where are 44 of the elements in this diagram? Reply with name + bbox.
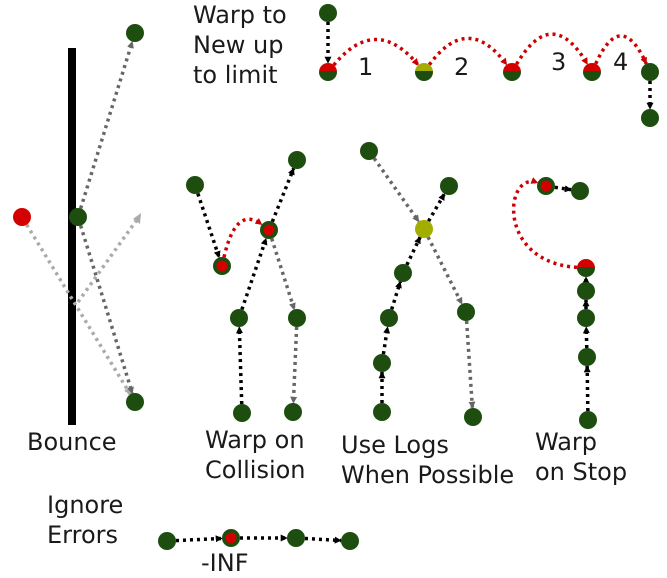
dotted-arrow	[332, 38, 420, 66]
dotted-arrow	[240, 238, 268, 310]
dotted-arrow	[584, 365, 591, 412]
dotted-arrow	[646, 81, 654, 110]
dotted-arrow	[78, 225, 134, 394]
dotted-arrow	[176, 535, 223, 542]
dotted-arrow	[324, 22, 332, 64]
dotted-arrow	[222, 218, 263, 258]
dotted-arrow	[25, 224, 132, 396]
dotted-arrow	[290, 326, 298, 404]
dotted-arrow	[240, 534, 288, 542]
dotted-arrow	[405, 236, 422, 266]
dotted-arrow	[426, 236, 464, 305]
step-number: 2	[454, 52, 470, 82]
dotted-arrow	[515, 32, 589, 66]
dotted-arrow	[378, 371, 386, 403]
dotted-arrow	[582, 326, 590, 348]
dotted-arrow	[582, 276, 590, 284]
dotted-arrow	[464, 320, 476, 409]
caption-text: Warp to New up to limit	[193, 0, 288, 90]
dotted-arrow	[512, 178, 578, 270]
step-number: 4	[613, 47, 628, 77]
dotted-arrow	[236, 326, 244, 404]
caption-text: Use Logs When Possible	[341, 430, 516, 490]
caption-text: Warp on Stop	[535, 427, 628, 487]
value-label: -INF	[201, 548, 248, 578]
dotted-arrow	[79, 40, 134, 209]
dotted-arrow	[390, 280, 402, 310]
step-number: 1	[358, 52, 374, 82]
step-number: 3	[551, 47, 566, 77]
dotted-arrow	[304, 536, 342, 544]
dotted-arrow	[196, 192, 221, 258]
caption-text: Ignore Errors	[47, 490, 124, 550]
dotted-arrow	[554, 185, 572, 192]
caption-text: Bounce	[27, 427, 118, 457]
dotted-arrow	[270, 238, 296, 310]
dotted-arrow	[270, 168, 296, 222]
dotted-arrow	[382, 326, 390, 354]
dotted-arrow	[427, 192, 446, 222]
caption-text: Warp on Collision	[205, 425, 307, 485]
dotted-arrow	[582, 299, 590, 309]
dotted-arrow	[372, 157, 420, 223]
dotted-arrow	[428, 36, 508, 66]
dotted-arrow	[594, 34, 648, 65]
